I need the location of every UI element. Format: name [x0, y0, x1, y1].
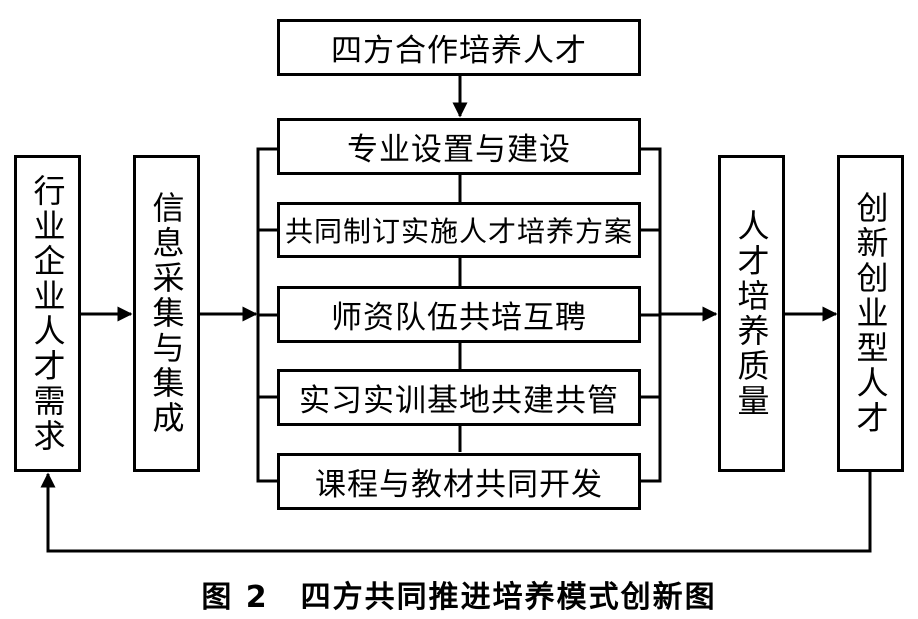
left-bracket: [256, 147, 278, 483]
figure-caption: 图 2 四方共同推进培养模式创新图: [201, 580, 717, 615]
innovative-talent-box: 创新创业型人才: [837, 155, 904, 472]
info-collection-box: 信息采集与集成: [133, 155, 200, 472]
training-quality-box: 人才培养质量: [718, 155, 785, 472]
center-box-1: 专业设置与建设: [277, 118, 641, 175]
center-box-2: 共同制订实施人才培养方案: [277, 202, 641, 258]
industry-demand-box: 行业企业人才需求: [14, 155, 81, 472]
top-box: 四方合作培养人才: [277, 19, 641, 76]
center-box-5: 课程与教材共同开发: [277, 453, 641, 510]
center-box-4: 实习实训基地共建共管: [277, 369, 641, 426]
right-bracket: [640, 147, 662, 483]
center-box-3: 师资队伍共培互聘: [277, 286, 641, 343]
feedback-loop: [40, 469, 872, 553]
